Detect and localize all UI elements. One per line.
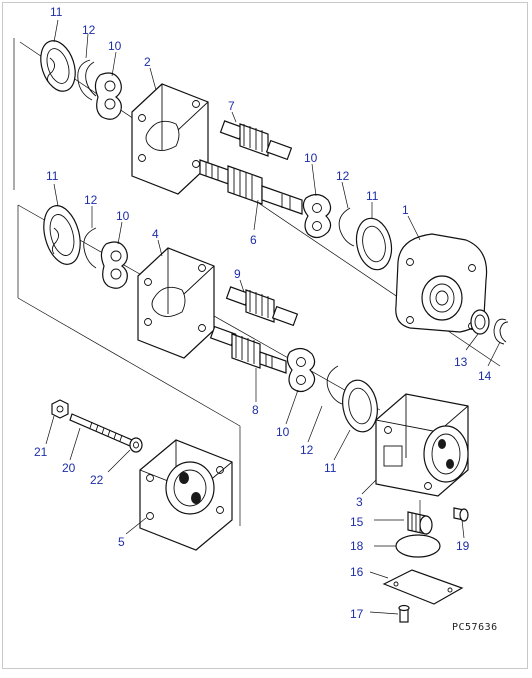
backup-ring-12-second xyxy=(83,227,97,269)
seal-ring-11-second xyxy=(43,205,81,265)
callout-12: 12 xyxy=(336,169,350,183)
callout-10: 10 xyxy=(116,209,130,223)
callout-18: 18 xyxy=(350,539,364,553)
driven-gear-9 xyxy=(225,286,299,327)
nut-21 xyxy=(51,399,69,419)
wear-plate-10-third xyxy=(286,347,316,393)
callout-20: 20 xyxy=(62,461,76,475)
callout-11: 11 xyxy=(324,461,337,475)
callout-4: 4 xyxy=(152,227,159,241)
callout-10: 10 xyxy=(304,151,318,165)
callout-15: 15 xyxy=(350,515,364,529)
drawing-code: PC57636 xyxy=(452,622,498,633)
wear-plate-10-second xyxy=(100,241,128,289)
callout-19: 19 xyxy=(456,539,470,553)
needle-bearing-15 xyxy=(407,511,433,535)
callout-12: 12 xyxy=(84,193,98,207)
callout-12: 12 xyxy=(82,23,96,37)
callout-3: 3 xyxy=(356,495,363,509)
callout-17: 17 xyxy=(350,607,364,621)
callout-1: 1 xyxy=(402,203,409,217)
callout-7: 7 xyxy=(228,99,235,113)
callout-10: 10 xyxy=(108,39,122,53)
callout-22: 22 xyxy=(90,473,104,487)
backup-ring-12-third xyxy=(326,365,343,405)
drive-gear-8 xyxy=(209,325,287,374)
wear-plate-10-mid xyxy=(302,193,332,239)
washer-22 xyxy=(129,437,143,453)
callout-11: 11 xyxy=(50,5,63,19)
callout-10: 10 xyxy=(276,425,290,439)
rear-cover-5 xyxy=(139,439,233,551)
seal-ring-11-top xyxy=(40,40,76,92)
rivet-17 xyxy=(398,604,410,623)
callout-11: 11 xyxy=(366,189,379,203)
front-housing-3 xyxy=(375,393,469,497)
oil-seal-13 xyxy=(470,309,490,335)
callout-2: 2 xyxy=(144,55,151,69)
callout-21: 21 xyxy=(34,445,48,459)
front-cover-1 xyxy=(395,233,488,333)
gear-housing-2 xyxy=(131,83,209,195)
callout-numbers: 11 12 10 2 7 10 12 11 6 1 11 12 10 4 9 1… xyxy=(34,5,492,621)
seal-ring-11-mid xyxy=(355,217,393,271)
driven-gear-7 xyxy=(219,120,293,161)
gasket-18 xyxy=(395,534,441,558)
callout-8: 8 xyxy=(252,403,259,417)
callout-11: 11 xyxy=(46,169,59,183)
seal-ring-11-third xyxy=(342,379,378,433)
name-plate-16 xyxy=(382,569,464,605)
backup-ring-12-top xyxy=(77,59,97,101)
callout-14: 14 xyxy=(478,369,492,383)
callout-9: 9 xyxy=(234,267,241,281)
leader-lines xyxy=(45,19,501,615)
callout-12: 12 xyxy=(300,443,314,457)
snap-ring-14 xyxy=(493,318,509,345)
callout-5: 5 xyxy=(118,535,125,549)
callout-6: 6 xyxy=(250,233,257,247)
callout-16: 16 xyxy=(350,565,364,579)
callout-13: 13 xyxy=(454,355,468,369)
backup-ring-12-mid xyxy=(338,207,355,247)
plug-19 xyxy=(453,507,469,522)
drive-shaft-6 xyxy=(199,159,303,215)
wear-plate-10-top xyxy=(94,72,122,120)
gear-housing-4 xyxy=(137,247,215,359)
